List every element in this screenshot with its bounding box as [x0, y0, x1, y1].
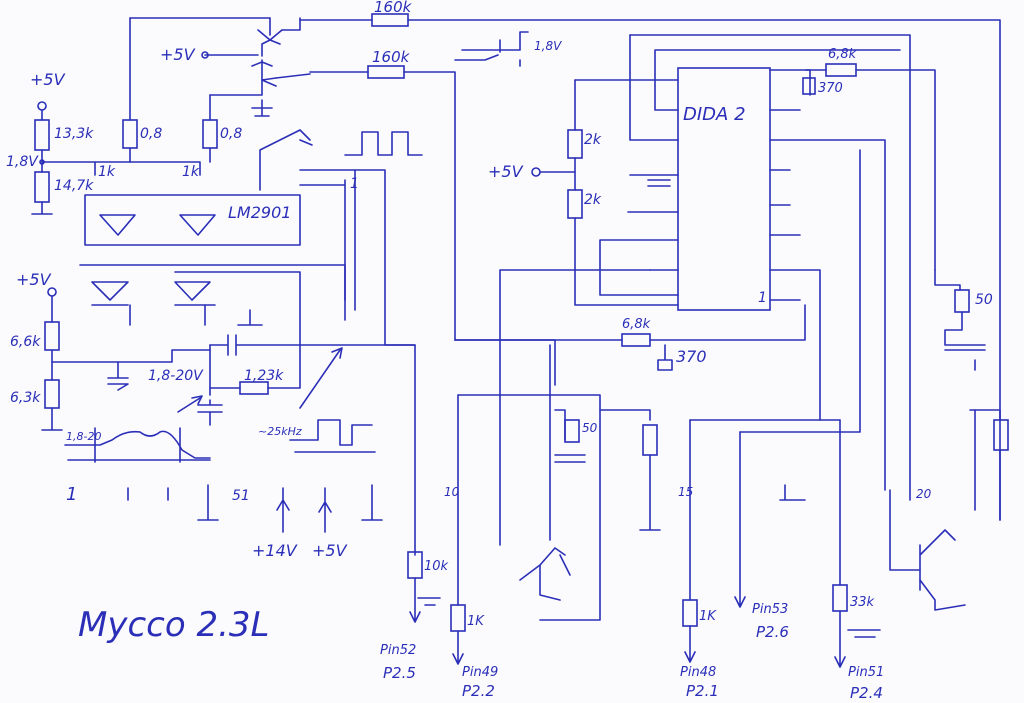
label-r-50-b: 50	[582, 421, 598, 435]
label-r-1k-a: 1k	[98, 164, 116, 180]
label-r-370-mid: 370	[676, 347, 707, 366]
label-pin1: 1	[350, 176, 359, 192]
label-p5v: +5V	[312, 541, 348, 560]
label-wave-1820: 1,8-20	[66, 430, 101, 443]
label-r-68k-mid: 6,8k	[622, 317, 651, 332]
label-vcc-mid: +5V	[488, 162, 524, 181]
label-r-10k: 10k	[424, 559, 449, 574]
right-column	[934, 269, 1009, 521]
pin48-branch	[682, 419, 841, 663]
waveform-bottom-left	[64, 427, 211, 463]
left-divider	[31, 101, 201, 215]
label-ic-amp: LM2901	[228, 203, 291, 222]
label-p14v: +14V	[252, 541, 298, 560]
label-pin52: Pin52	[380, 643, 416, 658]
label-r-133k: 13,3k	[54, 126, 94, 142]
ground-mid	[779, 484, 806, 501]
label-r-1k-p49: 1K	[467, 614, 485, 629]
resistor-68k-top	[802, 63, 936, 271]
label-v-1820: 1,8-20V	[148, 368, 204, 384]
lower-comparators	[79, 264, 346, 346]
label-pin51: Pin51	[848, 665, 884, 680]
resistors-08	[122, 17, 273, 163]
label-pin-row-0: 1	[66, 484, 77, 505]
resistor-160k-top	[299, 13, 1001, 521]
label-p24: P2.4	[850, 684, 883, 702]
bottom-pin-row	[127, 484, 383, 533]
label-pin49: Pin49	[462, 665, 498, 680]
label-r-123k: 1,23k	[244, 368, 284, 384]
label-r-2k-a: 2k	[584, 132, 602, 148]
lm2901-block	[84, 129, 313, 246]
resistor-mid-lower	[642, 424, 658, 456]
label-n10: 10	[444, 485, 460, 499]
rc-1-23k	[177, 334, 416, 426]
pin49-branch	[450, 339, 601, 665]
label-r-68k-top: 6,8k	[828, 47, 857, 62]
right-transistor	[889, 489, 966, 611]
label-r-370-top: 370	[818, 81, 843, 96]
square-wave	[344, 131, 423, 156]
lm2901-output-bus	[299, 169, 416, 556]
r-mid-link	[599, 409, 651, 421]
label-p22: P2.2	[462, 682, 495, 700]
schematic-title: Mycco 2.3L	[78, 605, 269, 645]
label-vcc-top: +5V	[160, 45, 196, 64]
label-freq: ~25kHz	[258, 425, 302, 438]
divider-66k-63k	[41, 287, 211, 431]
resistor-160k-second	[309, 65, 456, 341]
label-pin-row-3: 51	[232, 488, 250, 504]
label-n15: 15	[678, 485, 693, 499]
label-v18-wave: 1,8V	[534, 39, 562, 53]
label-n20: 20	[916, 487, 932, 501]
label-r-50-a: 50	[975, 292, 993, 308]
pin52-branch	[407, 551, 441, 623]
pin51-branch	[832, 419, 881, 668]
label-p25: P2.5	[383, 664, 416, 682]
label-r-1k-p48: 1K	[699, 609, 717, 624]
label-r-2k-b: 2k	[584, 192, 602, 208]
label-ic-main: DIDA 2	[683, 104, 746, 125]
waveform-top	[454, 31, 529, 67]
waveform-25khz	[289, 419, 376, 453]
resistor-68k-mid	[454, 304, 806, 371]
dida2-ic	[531, 34, 911, 501]
label-r-147k: 14,7k	[54, 178, 94, 194]
label-pin48: Pin48	[680, 665, 716, 680]
label-vcc-left: +5V	[30, 70, 66, 89]
label-r-160k-a: 160k	[374, 0, 413, 16]
label-r-08b: 0,8	[220, 126, 242, 142]
label-r-66k: 6,6k	[10, 334, 41, 350]
label-pin1-ic: 1	[758, 290, 767, 306]
label-p21: P2.1	[686, 682, 719, 700]
label-v-18: 1,8V	[6, 154, 39, 170]
label-r-08a: 0,8	[140, 126, 162, 142]
label-r-160k-b: 160k	[372, 48, 411, 66]
label-r-1k-b: 1k	[182, 164, 200, 180]
label-r-33k: 33k	[850, 595, 875, 610]
pin53-branch	[734, 149, 861, 608]
label-pin53: Pin53	[752, 602, 788, 617]
top-transistor-pair	[129, 17, 311, 87]
label-p26: P2.6	[756, 623, 789, 641]
label-r-63k: 6,3k	[10, 390, 41, 406]
label-vcc-left2: +5V	[16, 270, 52, 289]
ground-lower	[639, 454, 661, 531]
